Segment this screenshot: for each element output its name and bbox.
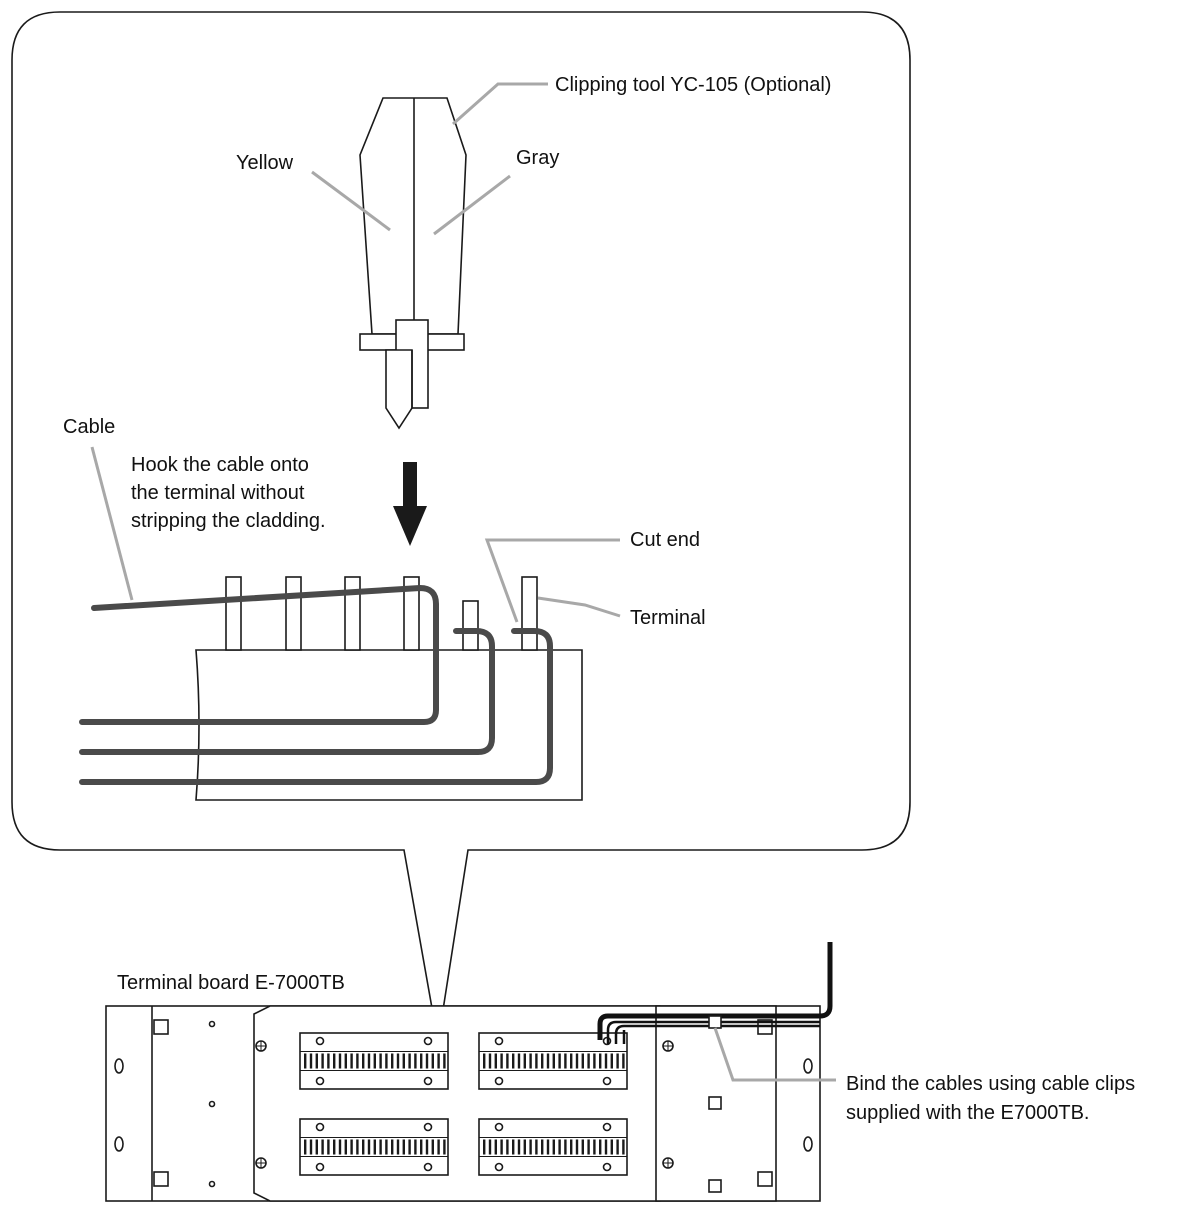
down-arrow-icon: [393, 462, 427, 546]
bundled-cables: [597, 942, 833, 1044]
terminal-board-e7000tb: [105, 1005, 821, 1202]
label-bind-line-1: Bind the cables using cable clips: [846, 1073, 1135, 1095]
label-hook-line-1: Hook the cable onto: [131, 454, 309, 476]
label-terminal-board: Terminal board E-7000TB: [117, 972, 345, 994]
label-yellow: Yellow: [236, 152, 294, 174]
cables: [79, 585, 553, 785]
leader-yellow: [311, 170, 391, 232]
clipping-tool: [359, 97, 467, 430]
label-clipping-tool: Clipping tool YC-105 (Optional): [555, 74, 831, 96]
leader-bind: [713, 1027, 836, 1082]
punch-down-block-1: [299, 1032, 449, 1090]
punch-down-block-4: [478, 1118, 628, 1176]
terminal-3: [344, 576, 361, 651]
leader-cut-end: [484, 538, 620, 623]
leader-clipping-tool: [452, 82, 548, 126]
leader-terminal: [537, 596, 621, 618]
leader-gray: [433, 174, 511, 236]
leader-cable: [90, 446, 134, 601]
label-hook-line-2: the terminal without: [131, 482, 305, 504]
punch-down-block-2: [478, 1032, 628, 1090]
label-gray: Gray: [516, 147, 559, 169]
label-bind-line-2: supplied with the E7000TB.: [846, 1102, 1090, 1124]
terminal-6: [521, 576, 538, 651]
terminal-5: [462, 600, 479, 651]
label-cut-end: Cut end: [630, 529, 700, 551]
terminal-4: [403, 576, 420, 651]
punch-down-block-3: [299, 1118, 449, 1176]
label-terminal: Terminal: [630, 607, 706, 629]
terminal-2: [285, 576, 302, 651]
cable-clip: [708, 1015, 722, 1029]
terminal-1: [225, 576, 242, 651]
label-hook-line-3: stripping the cladding.: [131, 510, 326, 532]
label-cable: Cable: [63, 416, 115, 438]
